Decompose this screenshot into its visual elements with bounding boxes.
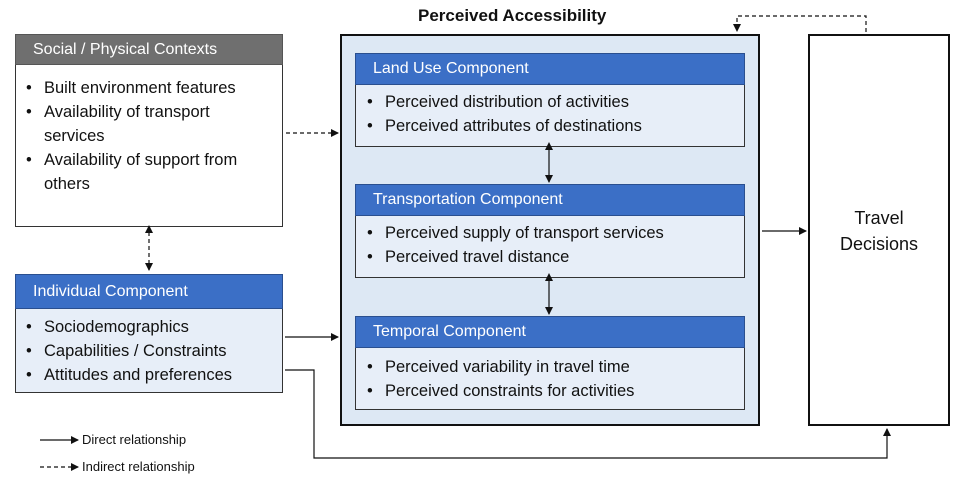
- list-item: Built environment features: [24, 76, 274, 100]
- list-item: Perceived travel distance: [365, 245, 740, 269]
- travel-decisions-box: [808, 34, 950, 426]
- list-item: Perceived variability in travel time: [365, 355, 740, 379]
- individual-component-title: Individual Component: [33, 282, 188, 300]
- list-item: Perceived constraints for activities: [365, 379, 740, 403]
- travel-decisions-line1: Travel: [854, 208, 904, 228]
- list-item: Availability of transport services: [24, 100, 274, 148]
- transportation-component-list: Perceived supply of transport services P…: [365, 221, 740, 269]
- individual-component-list: Sociodemographics Capabilities / Constra…: [24, 315, 282, 387]
- legend-direct-label: Direct relationship: [82, 432, 187, 447]
- land-use-component-header: Land Use Component: [355, 53, 745, 85]
- list-item: Perceived attributes of destinations: [365, 114, 740, 138]
- temporal-component-title: Temporal Component: [373, 323, 526, 340]
- temporal-component-header: Temporal Component: [355, 316, 745, 348]
- land-use-component-list: Perceived distribution of activities Per…: [365, 90, 740, 138]
- list-item: Capabilities / Constraints: [24, 339, 282, 363]
- social-physical-contexts-title: Social / Physical Contexts: [33, 40, 218, 58]
- transportation-component-title: Transportation Component: [373, 191, 563, 208]
- list-item: Attitudes and preferences: [24, 363, 282, 387]
- arrow-travel-feedback: [733, 15, 867, 32]
- social-physical-contexts-list: Built environment features Availability …: [24, 76, 274, 196]
- list-item: Sociodemographics: [24, 315, 282, 339]
- list-item: Perceived supply of transport services: [365, 221, 740, 245]
- legend-indirect-label: Indirect relationship: [82, 459, 195, 474]
- land-use-component-title: Land Use Component: [373, 60, 529, 77]
- travel-decisions-label: Travel Decisions: [808, 205, 950, 257]
- social-physical-contexts-header: Social / Physical Contexts: [15, 34, 283, 65]
- perceived-accessibility-title: Perceived Accessibility: [418, 6, 607, 25]
- travel-decisions-line2: Decisions: [839, 234, 919, 254]
- list-item: Perceived distribution of activities: [365, 90, 740, 114]
- temporal-component-list: Perceived variability in travel time Per…: [365, 355, 740, 403]
- list-item: Availability of support from others: [24, 148, 274, 196]
- transportation-component-header: Transportation Component: [355, 184, 745, 216]
- individual-component-header: Individual Component: [15, 274, 283, 309]
- arrow-individual-to-travel: [285, 369, 891, 459]
